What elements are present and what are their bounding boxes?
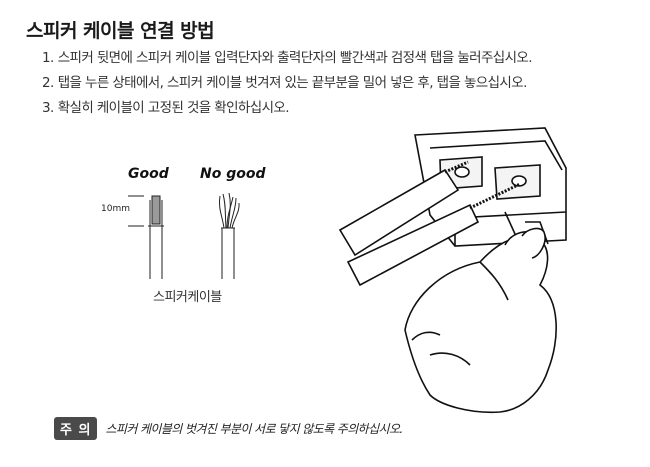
nogood-label: No good: [200, 166, 266, 182]
instruction-step: 1.스피커 뒷면에 스피커 케이블 입력단자와 출력단자의 빨간색과 검정색 탭…: [42, 46, 533, 71]
step-text: 탭을 누른 상태에서, 스피커 케이블 벗겨져 있는 끝부분을 밀어 넣은 후,…: [57, 75, 528, 91]
step-text: 확실히 케이블이 고정된 것을 확인하십시오.: [57, 100, 290, 116]
step-text: 스피커 뒷면에 스피커 케이블 입력단자와 출력단자의 빨간색과 검정색 탭을 …: [57, 50, 533, 66]
speaker-cable-drawing: [338, 160, 521, 287]
caution-note: 주 의 스피커 케이블의 벗겨진 부분이 서로 닿지 않도록 주의하십시오.: [54, 417, 403, 440]
strip-length-label: 10mm: [101, 204, 130, 214]
cable-caption: 스피커케이블: [153, 290, 222, 305]
good-cable-drawing: [128, 195, 164, 279]
nogood-cable-drawing: [219, 192, 240, 279]
step-number: 1.: [42, 50, 54, 66]
page-title: 스피커 케이블 연결 방법: [26, 20, 215, 42]
caution-text: 스피커 케이블의 벗겨진 부분이 서로 닿지 않도록 주의하십시오.: [105, 422, 403, 436]
step-number: 3.: [42, 100, 54, 116]
step-number: 2.: [42, 75, 54, 91]
good-label: Good: [128, 166, 169, 182]
hand-drawing: [404, 227, 557, 414]
instruction-list: 1.스피커 뒷면에 스피커 케이블 입력단자와 출력단자의 빨간색과 검정색 탭…: [42, 46, 533, 121]
caution-badge: 주 의: [54, 417, 98, 440]
instruction-step: 3.확실히 케이블이 고정된 것을 확인하십시오.: [42, 96, 532, 121]
instruction-step: 2.탭을 누른 상태에서, 스피커 케이블 벗겨져 있는 끝부분을 밀어 넣은 …: [42, 71, 532, 96]
